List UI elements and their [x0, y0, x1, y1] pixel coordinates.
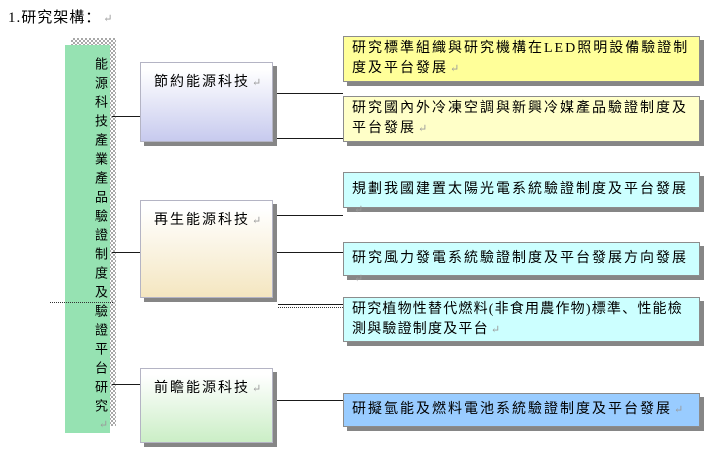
paragraph-mark: ↵ [450, 63, 462, 75]
paragraph-mark: ↵ [252, 215, 264, 227]
paragraph-mark: ↵ [252, 383, 264, 395]
topic-box-wind-power[interactable]: 研究風力發電系統驗證制度及平台發展方向發展 ↵ [343, 242, 700, 285]
topic-text: 研究國內外冷凍空調與新興冷媒產品驗證制度及平台發展 [352, 101, 688, 136]
connector-saving-to-hvac [277, 138, 343, 139]
connector-root-to-renewable [112, 252, 140, 253]
connector-root-to-forward [112, 384, 140, 385]
root-box-label: 能源科技產業產品驗證制度及驗證平台研究 [93, 57, 108, 418]
category-box-energy-saving[interactable]: 節約能源科技↵ [140, 62, 273, 142]
category-box-renewable-energy[interactable]: 再生能源科技↵ [140, 200, 273, 298]
topic-text: 規劃我國建置太陽光電系統驗證制度及平台發展 [352, 182, 688, 197]
section-heading-text: 1.研究架構： [8, 10, 102, 26]
topic-box-solar-pv[interactable]: 規劃我國建置太陽光電系統驗證制度及平台發展 ↵ [343, 172, 700, 216]
topic-box-biofuel[interactable]: 研究植物性替代燃料(非食用農作物)標準、性能檢測與驗證制度及平台↵ [343, 297, 700, 342]
paragraph-mark: ↵ [354, 273, 366, 285]
paragraph-mark: ↵ [252, 77, 264, 89]
topic-box-hydrogen-fuel-cell[interactable]: 研擬氫能及燃料電池系統驗證制度及平台發展↵ [343, 393, 700, 427]
section-heading: 1.研究架構：↵ [8, 6, 113, 27]
connector-renewable-to-solar [277, 215, 343, 216]
paragraph-mark: ↵ [674, 404, 686, 416]
connector-renewable-to-biofuel [278, 304, 343, 305]
category-label: 前瞻能源科技 [154, 381, 250, 396]
paragraph-mark: ↵ [97, 418, 109, 431]
topic-text: 研擬氫能及燃料電池系統驗證制度及平台發展 [352, 402, 672, 417]
category-label: 節約能源科技 [154, 75, 250, 90]
category-box-forward-energy[interactable]: 前瞻能源科技↵ [140, 368, 273, 443]
topic-text: 研究標準組織與研究機構在LED照明設備驗證制度及平台發展 [352, 41, 690, 76]
topic-box-led-lighting[interactable]: 研究標準組織與研究機構在LED照明設備驗證制度及平台發展↵ [343, 36, 700, 82]
connector-saving-to-led [277, 93, 343, 94]
topic-text: 研究植物性替代燃料(非食用農作物)標準、性能檢測與驗證制度及平台 [352, 302, 683, 337]
topic-text: 研究風力發電系統驗證制度及平台發展方向發展 [352, 251, 688, 266]
topic-box-refrigeration-hvac[interactable]: 研究國內外冷凍空調與新興冷媒產品驗證制度及平台發展↵ [343, 96, 700, 142]
connector-renewable-to-wind [277, 252, 343, 253]
paragraph-mark: ↵ [418, 123, 430, 135]
connector-root-to-saving [112, 116, 140, 117]
root-box-energy-platform[interactable]: 能源科技產業產品驗證制度及驗證平台研究↵ [65, 45, 110, 433]
dotted-line-across-root [50, 302, 113, 303]
category-label: 再生能源科技 [154, 213, 250, 228]
connector-forward-to-hydrogen [277, 400, 343, 401]
connector-renewable-to-biofuel-dotted [278, 307, 343, 308]
paragraph-mark: ↵ [103, 13, 114, 25]
paragraph-mark: ↵ [354, 204, 366, 216]
paragraph-mark: ↵ [490, 324, 502, 336]
